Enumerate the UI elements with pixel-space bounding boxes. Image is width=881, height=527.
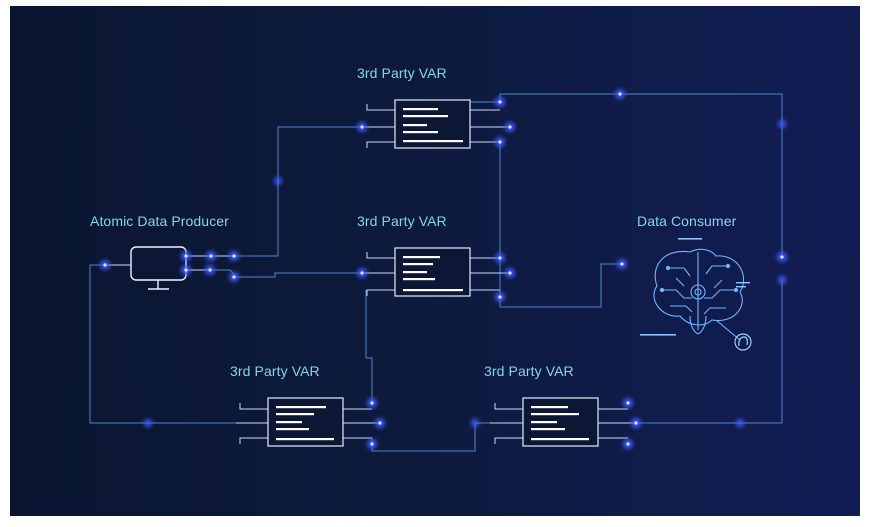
fingerprint-icon: [734, 333, 752, 351]
var-module-bottom-right: [490, 397, 636, 447]
var-bottom-right-label: 3rd Party VAR: [484, 363, 574, 379]
brain-icon: [653, 248, 745, 341]
var-middle-label: 3rd Party VAR: [357, 213, 447, 229]
var-module-top: [362, 99, 510, 149]
var-module-middle: [362, 247, 510, 297]
var-module-bottom-left: [236, 397, 380, 447]
var-bottom-left-label: 3rd Party VAR: [230, 363, 320, 379]
consumer-label: Data Consumer: [637, 213, 737, 229]
monitor-icon: [130, 246, 187, 290]
producer-label: Atomic Data Producer: [90, 213, 229, 229]
var-top-label: 3rd Party VAR: [357, 65, 447, 81]
brain-decor-ticks: [640, 238, 750, 336]
signal-glow-dots: [100, 89, 787, 449]
